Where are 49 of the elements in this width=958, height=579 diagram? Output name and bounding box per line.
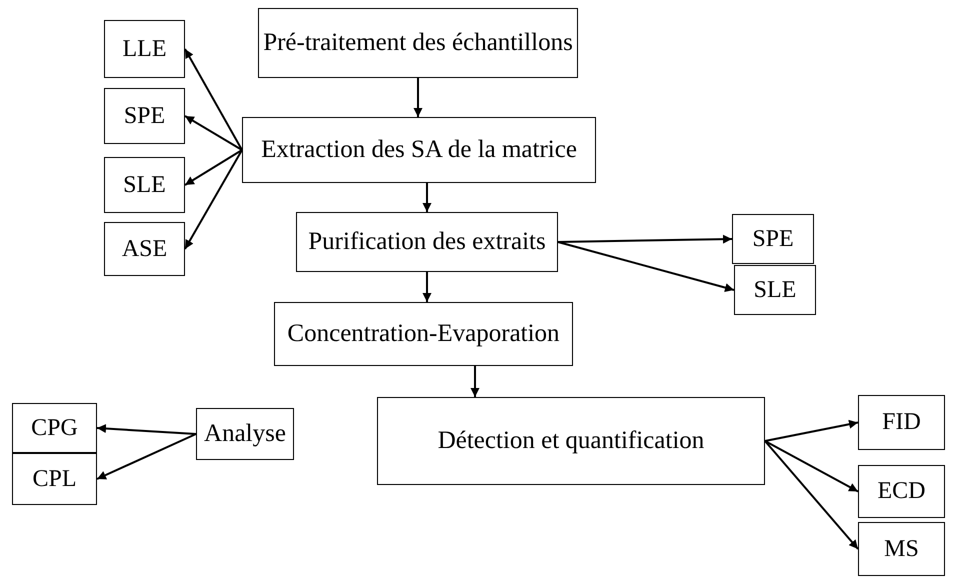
box-label: FID: [882, 409, 921, 436]
process-box: [104, 20, 185, 78]
process-box: [858, 522, 945, 576]
box-label: SPE: [124, 102, 166, 130]
arrow: [414, 78, 422, 117]
box-label: CPL: [32, 466, 76, 492]
box-label: SLE: [754, 276, 796, 304]
box-label: CPG: [31, 414, 78, 442]
process-box: [104, 222, 185, 276]
arrow: [558, 241, 734, 292]
arrow: [184, 115, 243, 151]
box-label: Détection et quantification: [438, 427, 704, 455]
arrow: [558, 234, 732, 244]
box-label: MS: [884, 536, 919, 562]
box-label: SPE: [752, 226, 794, 252]
arrow: [764, 440, 859, 550]
box-label: Extraction des SA de la matrice: [261, 136, 577, 164]
box-label: SLE: [123, 172, 166, 198]
box-label: Purification des extraits: [308, 228, 546, 256]
process-box: [858, 395, 945, 450]
process-box: [296, 212, 558, 272]
box-label: ECD: [878, 478, 926, 505]
arrow: [184, 149, 243, 186]
arrow: [764, 420, 858, 442]
arrow: [96, 424, 196, 435]
process-box: [858, 465, 945, 518]
process-box: [734, 265, 816, 315]
box-label: Pré-traitement des échantillons: [263, 29, 573, 57]
arrow: [184, 150, 243, 250]
box-label: ASE: [122, 236, 168, 262]
process-box: [196, 408, 294, 460]
box-label: Analyse: [204, 420, 286, 448]
arrow: [470, 366, 480, 397]
process-box: [732, 214, 814, 264]
arrow: [96, 433, 196, 480]
process-box: [104, 88, 185, 144]
arrow: [422, 183, 432, 212]
process-box: [377, 397, 765, 485]
process-box: [258, 8, 578, 78]
process-box: [104, 157, 185, 213]
process-box: [12, 403, 97, 453]
arrow: [422, 272, 432, 302]
process-box: [12, 453, 97, 505]
arrow: [764, 440, 858, 492]
arrow: [184, 48, 243, 150]
process-box: [274, 302, 573, 366]
box-label: Concentration-Evaporation: [287, 320, 560, 348]
process-box: [242, 117, 596, 183]
box-label: LLE: [122, 36, 166, 62]
